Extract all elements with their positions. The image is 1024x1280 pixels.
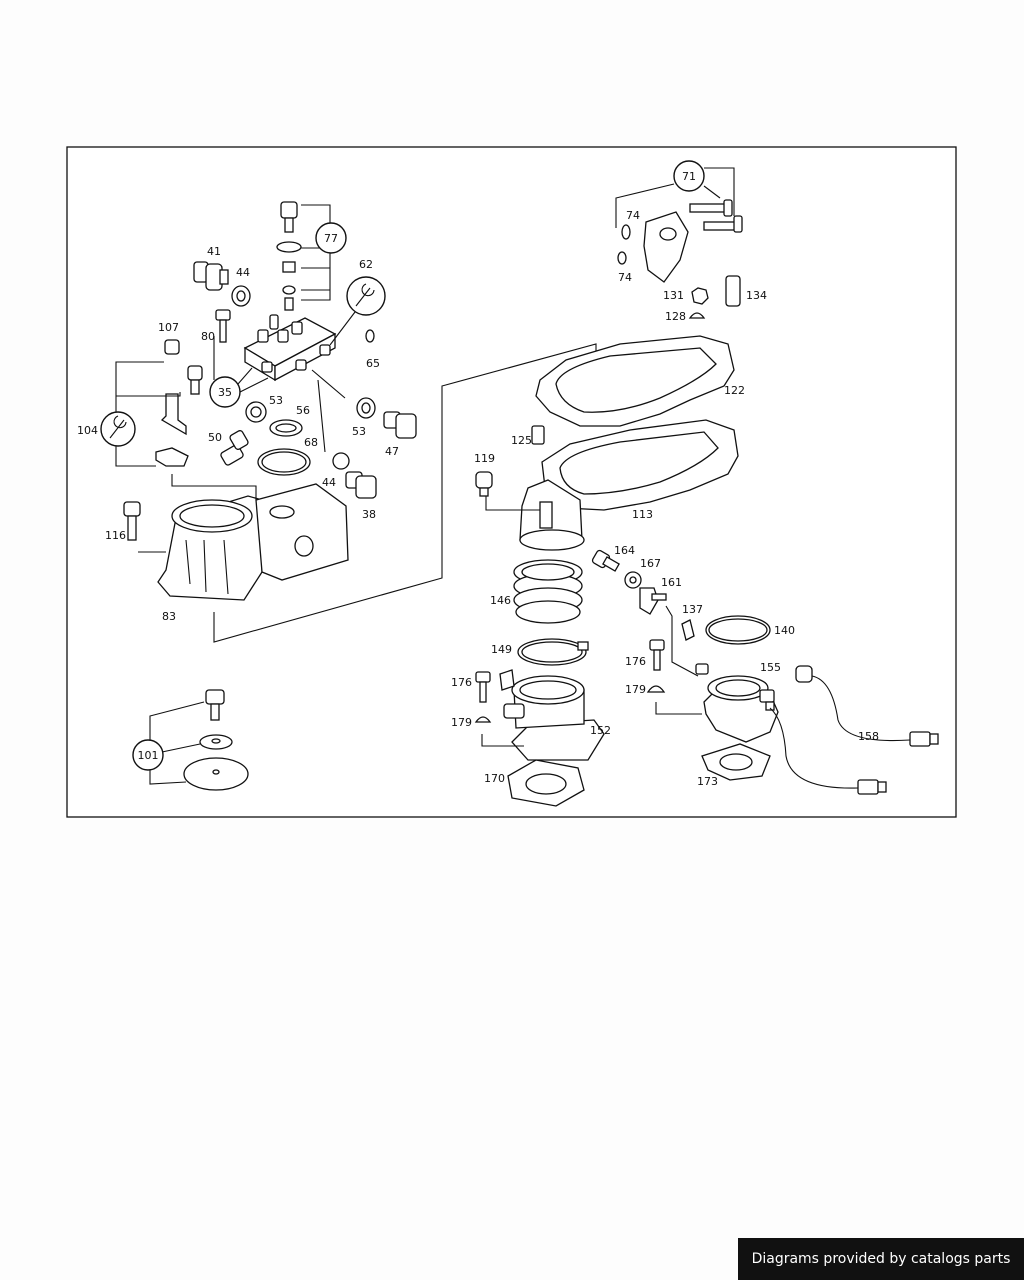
part-83-throttle-housing [157, 483, 349, 601]
callout-107: 107 [158, 321, 179, 334]
part-104-gasket [155, 447, 189, 467]
part-176-bolt-right [649, 639, 665, 671]
part-164-screw [591, 549, 620, 572]
callout-35: 35 [218, 386, 232, 399]
callout-146: 146 [490, 594, 511, 607]
callout-116: 116 [105, 529, 126, 542]
callout-140: 140 [774, 624, 795, 637]
callout-71: 71 [682, 170, 696, 183]
part-155-throttle-body [695, 663, 779, 743]
callout-68: 68 [304, 436, 318, 449]
callout-44-top: 44 [236, 266, 250, 279]
part-71-bolts [689, 199, 743, 233]
part-65-oring [365, 329, 375, 343]
part-50-fitting [220, 430, 249, 466]
callout-176-right: 176 [625, 655, 646, 668]
callout-170: 170 [484, 772, 505, 785]
part-71-bracket [643, 211, 689, 283]
part-179-clip-left [474, 716, 492, 723]
part-74-washer-b [617, 251, 627, 265]
callout-101: 101 [138, 749, 159, 762]
part-116-bolt [123, 501, 141, 541]
part-179-clip-right [646, 685, 666, 693]
part-146-boot [513, 559, 583, 624]
callout-53-left: 53 [269, 394, 283, 407]
parts-diagram: 77 41 44 80 35 62 65 107 10 [66, 146, 957, 818]
part-152-throttle-body [499, 669, 605, 761]
part-119-plug [475, 471, 493, 489]
callout-161: 161 [661, 576, 682, 589]
part-41-fitting [193, 261, 229, 291]
callout-77: 77 [324, 232, 338, 245]
callout-158: 158 [858, 730, 879, 743]
callout-circle-101 [132, 739, 164, 771]
callout-155: 155 [760, 661, 781, 674]
part-47-fitting [383, 411, 417, 439]
part-74-washer-a [621, 224, 631, 240]
part-77-screw-stack [276, 201, 302, 311]
callout-circle-71 [673, 160, 705, 192]
callout-149: 149 [491, 643, 512, 656]
callout-119: 119 [474, 452, 495, 465]
part-161-sensor [639, 587, 667, 615]
callout-44-lower: 44 [322, 476, 336, 489]
callout-128: 128 [665, 310, 686, 323]
callout-137: 137 [682, 603, 703, 616]
footer-credit: Diagrams provided by catalogs parts [738, 1238, 1024, 1280]
part-35-distributor-block [243, 314, 337, 382]
callout-167: 167 [640, 557, 661, 570]
callout-circle-77 [315, 222, 347, 254]
part-38-fitting [345, 471, 377, 499]
callout-176-left: 176 [451, 676, 472, 689]
callout-80: 80 [201, 330, 215, 343]
part-104-fitting-b [160, 393, 187, 436]
callout-179-left: 179 [451, 716, 472, 729]
callout-152: 152 [590, 724, 611, 737]
part-80-bolt [215, 309, 231, 321]
callout-164: 164 [614, 544, 635, 557]
part-113-intake-plenum [519, 419, 739, 551]
callout-47: 47 [385, 445, 399, 458]
callout-50: 50 [208, 431, 222, 444]
callout-38: 38 [362, 508, 376, 521]
callout-41: 41 [207, 245, 221, 258]
part-44-washer-lower [332, 452, 350, 470]
callout-179-right: 179 [625, 683, 646, 696]
part-176-bolt-left [475, 671, 491, 703]
callout-53-right: 53 [352, 425, 366, 438]
callout-131: 131 [663, 289, 684, 302]
part-137-clip [681, 619, 695, 641]
callout-104: 104 [77, 424, 98, 437]
callout-74-bottom: 74 [618, 271, 632, 284]
callout-62: 62 [359, 258, 373, 271]
part-107-cap [164, 339, 180, 355]
callout-122: 122 [724, 384, 745, 397]
part-134-spacer [725, 275, 741, 307]
wrench-icon-104 [100, 411, 136, 447]
callout-74-top: 74 [626, 209, 640, 222]
part-128-clip [688, 312, 706, 319]
part-125-sleeve [531, 425, 545, 445]
wrench-icon-62 [346, 276, 386, 316]
part-131-nut [691, 287, 709, 305]
part-158-wiring-harness [769, 665, 939, 795]
callout-56: 56 [296, 404, 310, 417]
part-122-gasket [535, 335, 735, 427]
callout-83: 83 [162, 610, 176, 623]
callout-113: 113 [632, 508, 653, 521]
callout-125: 125 [511, 434, 532, 447]
part-104-fitting-a [187, 365, 203, 381]
callout-134: 134 [746, 289, 767, 302]
callout-65: 65 [366, 357, 380, 370]
part-173-gasket [701, 743, 771, 781]
part-101-bolt [205, 689, 225, 721]
callout-173: 173 [697, 775, 718, 788]
part-170-gasket [507, 759, 585, 807]
